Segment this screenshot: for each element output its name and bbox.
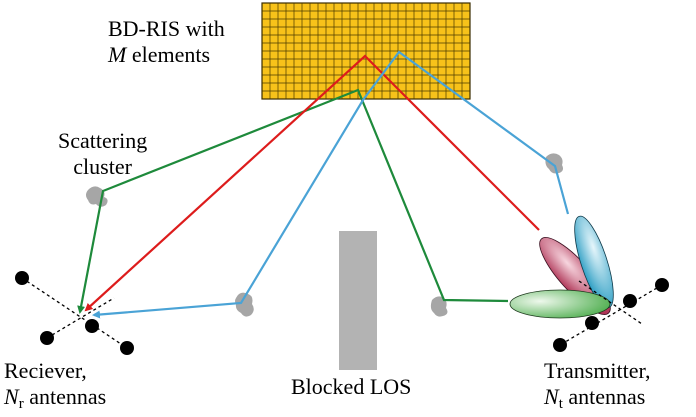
ris-variable: M bbox=[108, 42, 127, 67]
green-path bbox=[77, 88, 509, 314]
receiver-label-line2: Nr antennas bbox=[4, 384, 106, 417]
scatter-cluster-right-low bbox=[430, 296, 448, 317]
transmitter-label: Transmitter, Nt antennas bbox=[544, 358, 650, 417]
scatter-cluster-middle bbox=[235, 292, 254, 317]
receiver-label: Reciever, Nr antennas bbox=[4, 358, 106, 417]
transmitter-label-line1: Transmitter, bbox=[544, 358, 651, 383]
receiver-variable: N bbox=[4, 384, 19, 409]
rx-antenna bbox=[120, 341, 134, 355]
receiver-label-rest: antennas bbox=[23, 384, 107, 409]
scatter-label-line2: cluster bbox=[73, 154, 132, 179]
blocked-los-obstacle bbox=[339, 231, 377, 370]
tx-antenna bbox=[623, 294, 637, 308]
tx-antenna bbox=[553, 338, 567, 352]
transmitter-subscript: t bbox=[558, 396, 563, 412]
receiver-antenna-array bbox=[15, 271, 134, 355]
ris-label-line2: M elements bbox=[108, 42, 225, 68]
ris-label-line1: BD-RIS with bbox=[108, 16, 225, 41]
bd-ris-panel bbox=[261, 2, 471, 100]
rx-antenna bbox=[85, 319, 99, 333]
transmitter-antenna-array bbox=[553, 278, 669, 352]
beam-lobe-green bbox=[509, 289, 611, 319]
tx-antenna bbox=[585, 316, 599, 330]
rx-antenna bbox=[15, 271, 29, 285]
ris-label-rest: elements bbox=[126, 42, 211, 67]
scattering-clusters bbox=[86, 153, 563, 317]
receiver-label-line1: Reciever, bbox=[4, 358, 87, 383]
blocked-los-label: Blocked LOS bbox=[291, 374, 412, 399]
transmitter-label-line2: Nt antennas bbox=[544, 384, 650, 417]
transmitter-label-rest: antennas bbox=[562, 384, 646, 409]
scatter-label-line1: Scattering bbox=[58, 128, 148, 153]
red-path bbox=[84, 54, 540, 312]
receiver-subscript: r bbox=[18, 396, 24, 412]
transmit-beam-lobes bbox=[509, 215, 614, 319]
tx-antenna bbox=[655, 278, 669, 292]
scattering-cluster-label: Scattering cluster bbox=[58, 128, 147, 180]
propagation-paths bbox=[77, 50, 570, 319]
rx-antenna bbox=[40, 331, 54, 345]
blue-path bbox=[92, 50, 570, 319]
ris-label: BD-RIS with M elements bbox=[108, 16, 225, 68]
scatter-cluster-right-high bbox=[545, 153, 563, 174]
transmitter-variable: N bbox=[544, 384, 559, 409]
